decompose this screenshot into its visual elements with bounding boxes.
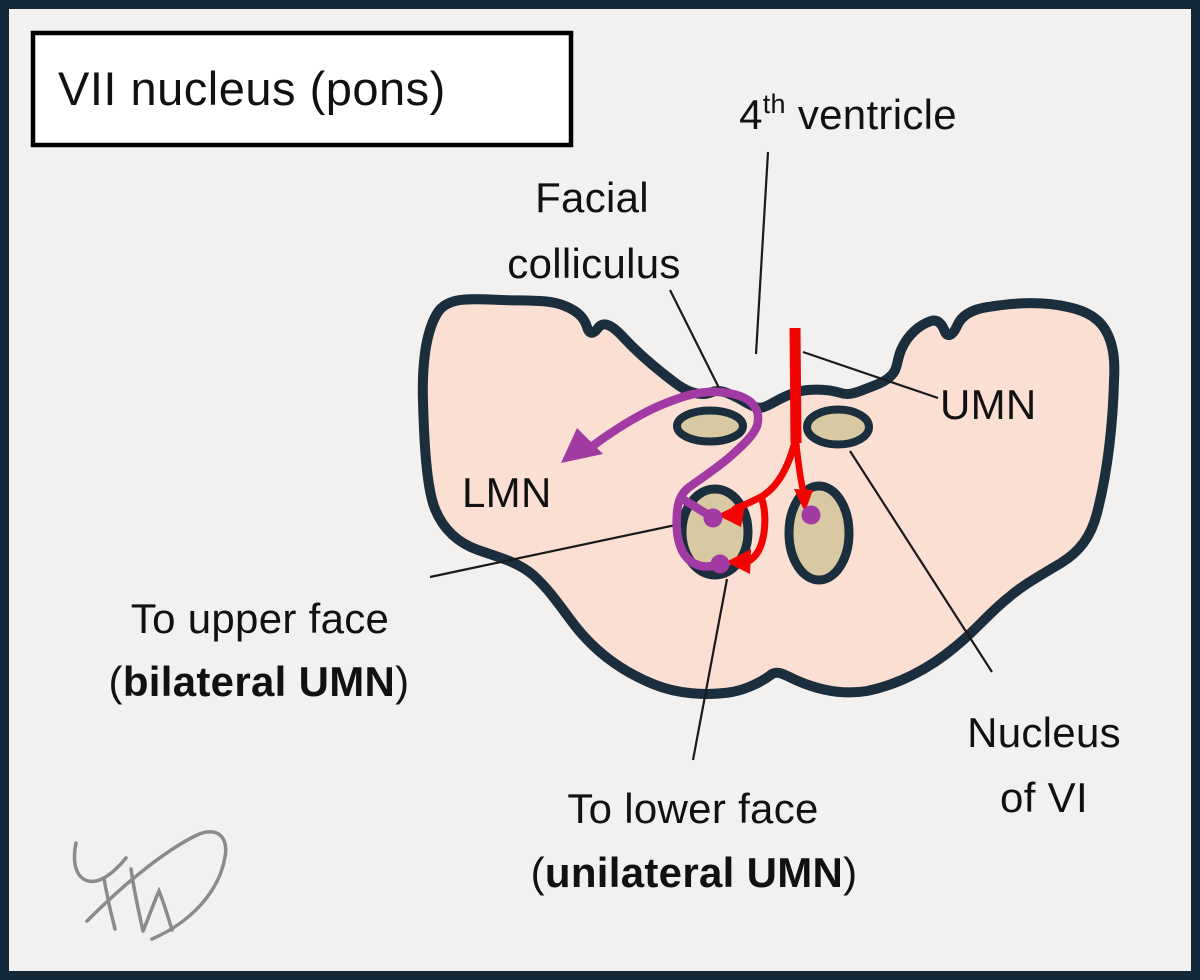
label-lower-face-line2: (unilateral UMN) <box>531 849 858 896</box>
label-lower-face-line1: To lower face <box>567 785 818 832</box>
lmn-arrowhead <box>561 428 603 463</box>
pointer-line-4th-ventricle <box>754 151 770 355</box>
umn-upper-arrowhead <box>717 501 746 527</box>
page-title: VII nucleus (pons) <box>58 62 446 115</box>
label-4th-ventricle: 4th ventricle <box>739 89 957 138</box>
pointer-line-umn <box>802 350 939 400</box>
label-facial-colliculus-line2: colliculus <box>507 240 680 287</box>
neuron-dot-left-upper <box>703 508 723 528</box>
label-umn: UMN <box>940 381 1037 428</box>
neuron-dot-left-lower <box>710 554 730 574</box>
facial-colliculus-oval-left <box>673 406 747 446</box>
facial-nucleus-oval-right <box>784 481 854 585</box>
label-facial-colliculus-line1: Facial <box>535 174 649 221</box>
pointer-line-nucleus-vi <box>849 450 993 673</box>
label-upper-face-line2: (bilateral UMN) <box>109 658 410 705</box>
label-lmn: LMN <box>462 469 552 516</box>
label-upper-face-line1: To upper face <box>131 595 389 642</box>
pointer-line-facial-colliculus <box>669 289 723 395</box>
label-nucleus-vi-line1: Nucleus <box>967 709 1121 756</box>
pointer-line-lower-face <box>691 578 729 761</box>
signature <box>72 829 228 941</box>
umn-stem-arrowhead <box>794 489 813 512</box>
umn-lower-arrowhead <box>726 549 751 574</box>
colliculus-oval-right <box>803 405 873 449</box>
label-nucleus-vi-line2: of VI <box>1000 774 1088 821</box>
umn-branch-to-lower-dot <box>743 493 769 566</box>
pointer-line-upper-face <box>429 517 705 579</box>
umn-red-stem <box>789 327 802 444</box>
umn-red-branch <box>757 441 798 501</box>
lmn-pathway <box>586 387 763 571</box>
title-box <box>30 30 574 148</box>
neuron-dot-right <box>801 505 821 525</box>
